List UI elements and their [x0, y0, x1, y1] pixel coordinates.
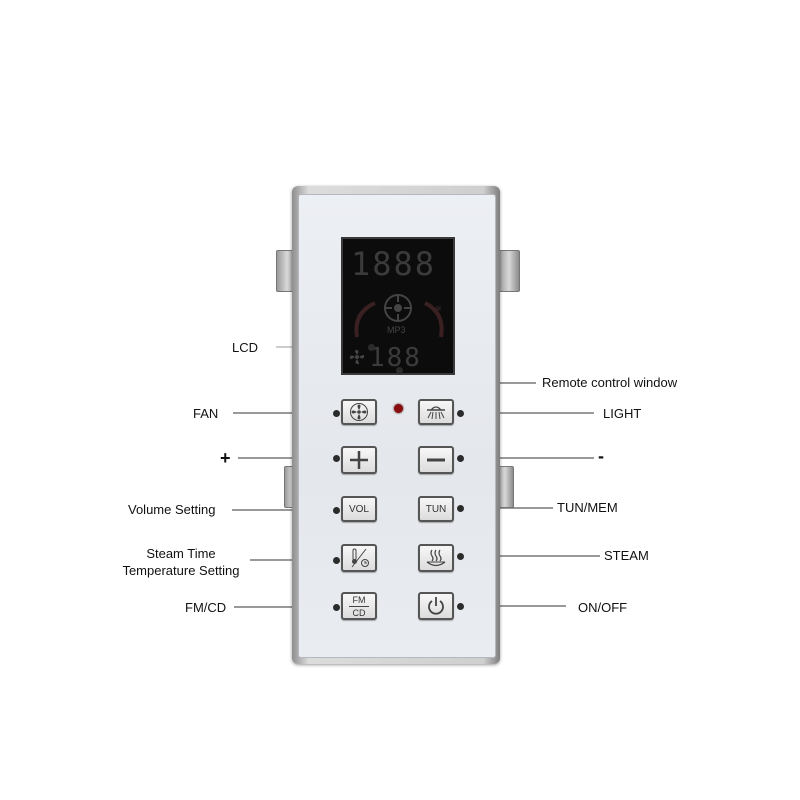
on-off-button[interactable] [418, 592, 454, 620]
steam-time-temperature-button[interactable] [341, 544, 377, 572]
lcd-fan-icon [349, 349, 365, 365]
tun-button-label: TUN [425, 503, 447, 515]
steam-time-leader-dot [333, 557, 340, 564]
cd-label: CD [352, 607, 366, 618]
light-icon [427, 406, 445, 420]
remote-window-label: Remote control window [542, 375, 678, 390]
tun-mem-label: TUN/MEM [557, 500, 618, 515]
power-icon [428, 597, 444, 615]
minus-leader-dot [457, 455, 464, 462]
lcd-volume-arc-right: ≋ [424, 301, 444, 338]
lcd-top-digits: 1888 [351, 245, 437, 283]
fmcd-leader-dot [333, 604, 340, 611]
minus-button[interactable] [418, 446, 454, 474]
steam-time-temperature-label: Steam Time Temperature Setting [112, 545, 250, 579]
vol-button-label: VOL [348, 503, 369, 515]
steam-leader-dot [457, 553, 464, 560]
tun-mem-button[interactable]: TUN [418, 496, 454, 522]
fm-cd-divider [349, 605, 369, 607]
light-leader-dot [457, 410, 464, 417]
volume-button[interactable]: VOL [341, 496, 377, 522]
volume-leader-dot [333, 507, 340, 514]
lcd-leader-dot [368, 344, 375, 351]
mount-clip-right-top [498, 250, 520, 292]
thermometer-clock-icon [351, 548, 369, 568]
steam-icon [426, 549, 446, 567]
plus-label: + [220, 448, 231, 468]
fan-leader-dot [333, 410, 340, 417]
plus-icon [350, 451, 368, 469]
remote-leader-dot [396, 367, 403, 374]
lcd-label: LCD [232, 340, 259, 355]
disc-icon [384, 294, 412, 322]
light-label: LIGHT [603, 406, 642, 421]
plus-leader-dot [333, 455, 340, 462]
plus-button[interactable] [341, 446, 377, 474]
light-button[interactable] [418, 399, 454, 425]
svg-text:≋: ≋ [435, 304, 442, 313]
minus-icon [427, 458, 445, 462]
tun-leader-dot [457, 505, 464, 512]
steam-time-label-line1: Steam Time [146, 546, 216, 561]
on-off-label: ON/OFF [578, 600, 628, 615]
fm-cd-button[interactable]: FM CD [341, 592, 377, 620]
fm-label: FM [352, 594, 366, 605]
lcd-bottom-digits: 188 [369, 343, 422, 373]
fan-label: FAN [193, 406, 219, 421]
lcd-volume-arc-left [354, 301, 376, 338]
fan-icon [350, 403, 368, 421]
volume-setting-label: Volume Setting [128, 502, 216, 517]
steam-label: STEAM [604, 548, 649, 563]
minus-label: - [598, 446, 604, 466]
lcd-mp3-label: MP3 [387, 325, 406, 335]
steam-button[interactable] [418, 544, 454, 572]
fm-cd-label: FM/CD [185, 600, 227, 615]
steam-time-label-line2: Temperature Setting [122, 563, 240, 578]
onoff-leader-dot [457, 603, 464, 610]
remote-control-window [394, 404, 403, 413]
fan-button[interactable] [341, 399, 377, 425]
lcd-screen: 1888 MP3 ≋ 188 [341, 237, 455, 375]
